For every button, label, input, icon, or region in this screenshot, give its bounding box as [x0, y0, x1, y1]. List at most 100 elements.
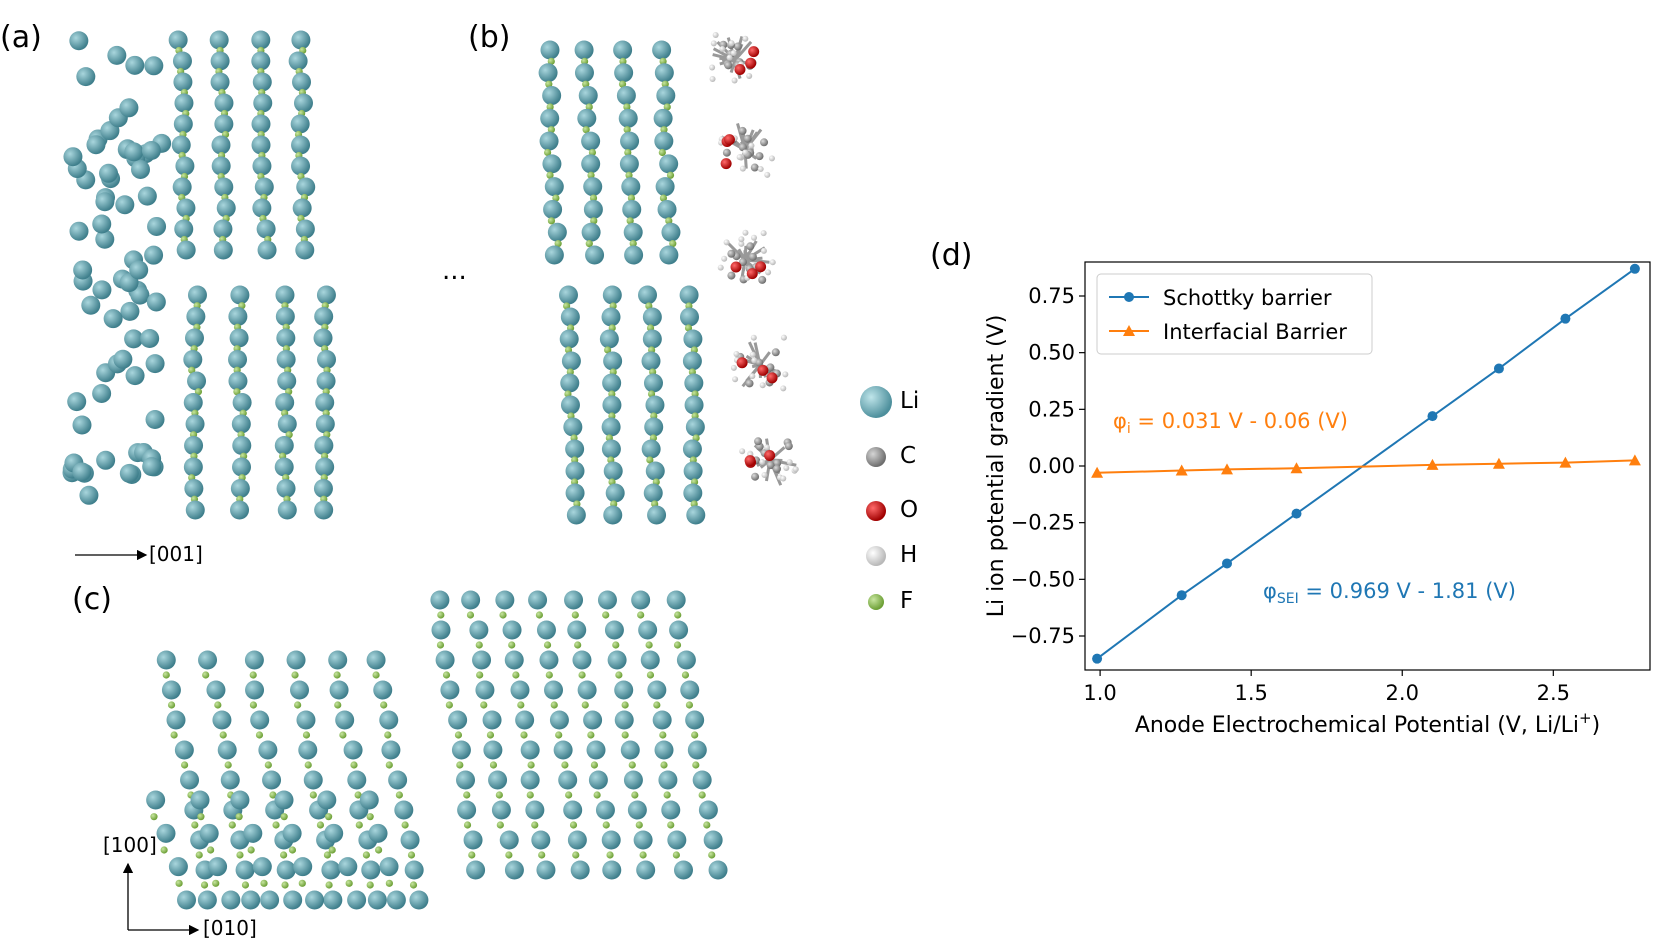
li-atom [213, 240, 233, 260]
f-atom [604, 346, 612, 354]
f-atom [334, 701, 342, 709]
li-atom [367, 890, 387, 910]
li-atom [581, 131, 601, 151]
li-atom [72, 462, 92, 482]
series-line [1096, 267, 1636, 660]
li-atom [482, 710, 502, 730]
atom-spheres [62, 30, 728, 910]
axis-label-001: [001] [149, 542, 203, 566]
li-atom [623, 770, 643, 790]
f-atom [241, 881, 250, 889]
li-atom [161, 680, 181, 700]
f-atom [625, 171, 633, 179]
x-tick-label: 1.0 [1083, 681, 1116, 705]
li-atom [603, 351, 623, 371]
f-atom [681, 671, 690, 679]
li-atom [92, 214, 112, 234]
li-atom [683, 461, 703, 481]
li-atom [131, 159, 151, 179]
li-atom [69, 221, 89, 241]
f-atom [660, 761, 668, 769]
li-atom [381, 740, 401, 760]
f-atom [224, 761, 232, 769]
f-atom [661, 80, 669, 88]
f-atom-icon [868, 594, 884, 610]
li-atom [613, 40, 633, 60]
li-atom [581, 154, 601, 174]
li-atom [323, 890, 343, 910]
li-atom [173, 72, 193, 92]
f-atom [298, 879, 306, 887]
li-atom [655, 177, 675, 197]
li-atom [245, 680, 265, 700]
li-atom [583, 199, 603, 219]
li-atom [212, 710, 232, 730]
f-atom [582, 80, 590, 88]
li-atom [156, 650, 176, 670]
f-atom [590, 761, 599, 769]
li-atom [661, 222, 681, 242]
f-atom [543, 641, 552, 649]
f-atom [698, 791, 706, 799]
li-atom [394, 800, 414, 820]
li-atom [96, 450, 116, 470]
series-interfacial-barrier [1091, 454, 1641, 478]
li-atom [125, 366, 145, 386]
f-atom [580, 57, 589, 65]
li-atom [305, 890, 325, 910]
li-atom [622, 199, 642, 219]
li-atom [317, 350, 337, 369]
f-atom [546, 171, 554, 179]
f-atom [170, 731, 178, 739]
f-atom [323, 851, 332, 859]
panel-label-b: (b) [468, 20, 511, 55]
f-atom [235, 813, 243, 821]
li-atom [235, 860, 255, 880]
f-atom [561, 761, 569, 769]
li-atom [400, 830, 420, 850]
f-atom [635, 821, 643, 829]
li-atom [274, 457, 294, 477]
li-atom [602, 285, 622, 305]
f-atom [637, 611, 645, 619]
li-atom [274, 790, 294, 810]
li-atom [597, 590, 617, 610]
f-atom [572, 851, 580, 859]
f-atom [150, 813, 158, 821]
li-atom [547, 222, 567, 242]
f-atom [281, 881, 289, 889]
li-atom [633, 830, 653, 850]
legend-label-o: O [900, 497, 919, 523]
f-atom [495, 791, 503, 799]
li-atom [469, 620, 489, 640]
li-atom [324, 823, 344, 843]
li-atom [619, 154, 639, 174]
f-atom [191, 821, 199, 829]
li-atom [214, 177, 234, 197]
f-atom [621, 701, 629, 709]
li-atom [528, 590, 548, 610]
li-atom [614, 63, 634, 83]
equation-annotation: φi = 0.031 V - 0.06 (V) [1113, 409, 1348, 437]
series-line [1097, 459, 1635, 474]
legend-marker [1123, 325, 1135, 336]
f-atom [543, 148, 552, 157]
li-atom [252, 198, 272, 218]
li-atom [230, 790, 250, 810]
li-atom [504, 860, 524, 880]
li-atom [566, 505, 586, 525]
li-atom [244, 650, 264, 670]
li-atom [621, 177, 641, 197]
li-atom [656, 86, 676, 106]
f-atom [691, 731, 699, 739]
li-atom [614, 710, 634, 730]
f-atom [629, 240, 637, 248]
li-atom [220, 770, 240, 790]
li-atom [125, 55, 145, 75]
li-atom [347, 770, 367, 790]
f-atom [385, 879, 393, 887]
li-atom [211, 135, 231, 155]
li-atom [595, 800, 615, 820]
y-tick-label: −0.75 [1011, 624, 1075, 648]
f-atom [554, 240, 562, 248]
